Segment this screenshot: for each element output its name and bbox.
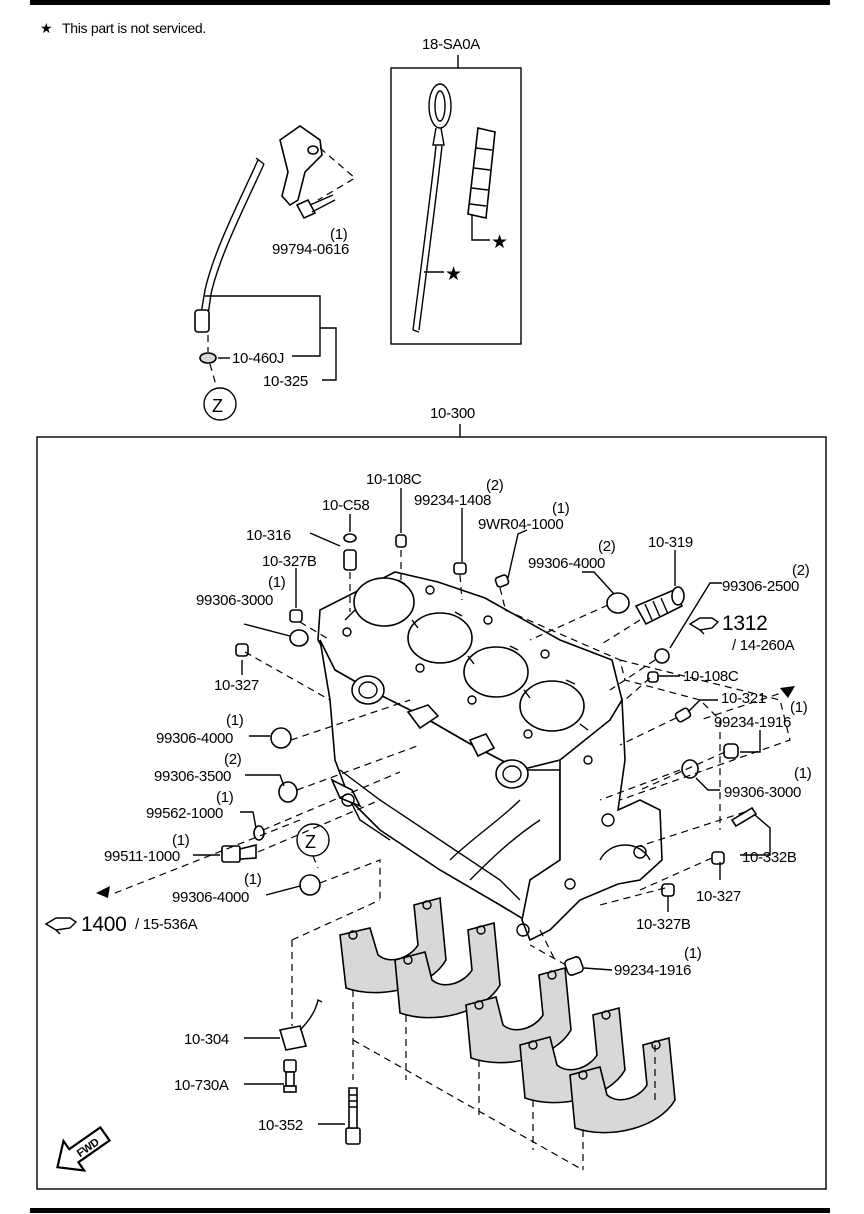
plug-10-316-icon xyxy=(343,549,357,571)
star-seal: ★ xyxy=(491,232,508,253)
label-10-321: 10-321 xyxy=(721,690,766,707)
z-mid-letter: Z xyxy=(305,832,316,852)
top-rule xyxy=(30,0,830,5)
label-99306-4000-bottom: 99306-4000 xyxy=(172,889,249,906)
gauge-pipe-assembly xyxy=(194,125,357,421)
ref-1312: 1312 xyxy=(722,612,768,635)
bearing-cap-2-icon xyxy=(394,921,501,1019)
label-10-460J: 10-460J xyxy=(232,350,284,367)
qty-99306-3000-left: (1) xyxy=(268,574,286,591)
qty-99306-3000-right: (1) xyxy=(794,765,812,782)
label-99562-1000: 99562-1000 xyxy=(146,805,223,822)
ref-1312-hand-icon xyxy=(688,617,720,635)
small-parts xyxy=(221,533,758,976)
arrow-1400-icon xyxy=(96,886,110,898)
label-10-108C-top: 10-108C xyxy=(366,471,422,488)
qty-99234-1916-bottom: (1) xyxy=(684,945,702,962)
z-top-letter: Z xyxy=(212,396,223,416)
label-99306-3000-left: 99306-3000 xyxy=(196,592,273,609)
assembly-lines xyxy=(109,550,791,1171)
dipstick-icon xyxy=(412,83,452,333)
label-10-730A: 10-730A xyxy=(174,1077,229,1094)
qty-99794-0616: (1) xyxy=(330,226,348,243)
label-99794-0616: 99794-0616 xyxy=(272,241,349,258)
label-99234-1408: 99234-1408 xyxy=(414,492,491,509)
label-9WR04-1000: 9WR04-1000 xyxy=(478,516,563,533)
qty-99306-3500: (2) xyxy=(224,751,242,768)
main-bearing-caps xyxy=(339,896,676,1134)
note-text: This part is not serviced. xyxy=(62,20,206,36)
cylinder-block-drawing xyxy=(317,571,663,942)
ref-1400: 1400 xyxy=(81,913,127,936)
label-10-332B: 10-332B xyxy=(742,849,797,866)
qty-99234-1916-right: (1) xyxy=(790,699,808,716)
label-10-352: 10-352 xyxy=(258,1117,303,1134)
block-group-box xyxy=(36,436,827,1190)
bolt-99511-icon xyxy=(221,843,257,863)
label-10-327-left: 10-327 xyxy=(214,677,259,694)
leader-lines xyxy=(193,488,771,1125)
label-99306-4000-top: 99306-4000 xyxy=(528,555,605,572)
label-10-C58: 10-C58 xyxy=(322,497,369,514)
label-10-316: 10-316 xyxy=(246,527,291,544)
label-10-304: 10-304 xyxy=(184,1031,229,1048)
label-99306-3000-right: 99306-3000 xyxy=(724,784,801,801)
dipstick-group-box xyxy=(390,67,522,345)
label-10-325: 10-325 xyxy=(263,373,308,390)
label-10-108C-right: 10-108C xyxy=(683,668,739,685)
dipstick-group-title: 18-SA0A xyxy=(422,36,480,53)
star-dipstick: ★ xyxy=(445,264,462,285)
qty-99306-4000-left: (1) xyxy=(226,712,244,729)
label-10-327-right: 10-327 xyxy=(696,888,741,905)
label-10-327B-bottom: 10-327B xyxy=(636,916,691,933)
bearing-cap-5-icon xyxy=(569,1036,676,1134)
label-10-327B-top: 10-327B xyxy=(262,553,317,570)
o-ring-icon xyxy=(199,352,217,364)
qty-99306-4000-bottom: (1) xyxy=(244,871,262,888)
gauge-seal-icon xyxy=(467,127,496,219)
note-star-icon: ★ xyxy=(40,20,52,36)
ref-15-536A: / 15-536A xyxy=(135,916,198,933)
qty-99306-2500: (2) xyxy=(792,562,810,579)
label-99306-2500: 99306-2500 xyxy=(722,578,799,595)
pipe-bracket xyxy=(279,125,323,207)
label-99234-1916-bottom: 99234-1916 xyxy=(614,962,691,979)
bolt-99794-icon xyxy=(295,198,317,220)
ref-14-260A: / 14-260A xyxy=(732,637,795,654)
qty-9WR04-1000: (1) xyxy=(552,500,570,517)
label-99306-4000-left: 99306-4000 xyxy=(156,730,233,747)
fwd-arrow-icon: FWD xyxy=(56,1125,112,1172)
z-reference-top-icon xyxy=(203,387,237,421)
oil-jet-assembly xyxy=(278,998,361,1145)
label-99234-1916-right: 99234-1916 xyxy=(714,714,791,731)
sleeve-10-319-icon xyxy=(634,586,685,626)
arrow-1312-icon xyxy=(780,686,795,698)
qty-99306-4000-top: (2) xyxy=(598,538,616,555)
qty-99234-1408: (2) xyxy=(486,477,504,494)
label-99511-1000: 99511-1000 xyxy=(104,848,180,865)
label-99306-3500: 99306-3500 xyxy=(154,768,231,785)
qty-99511-1000: (1) xyxy=(172,832,190,849)
label-10-319: 10-319 xyxy=(648,534,693,551)
bottom-rule xyxy=(30,1208,830,1213)
ref-1400-hand-icon xyxy=(44,917,78,935)
qty-99562-1000: (1) xyxy=(216,789,234,806)
block-group-title: 10-300 xyxy=(430,405,475,422)
